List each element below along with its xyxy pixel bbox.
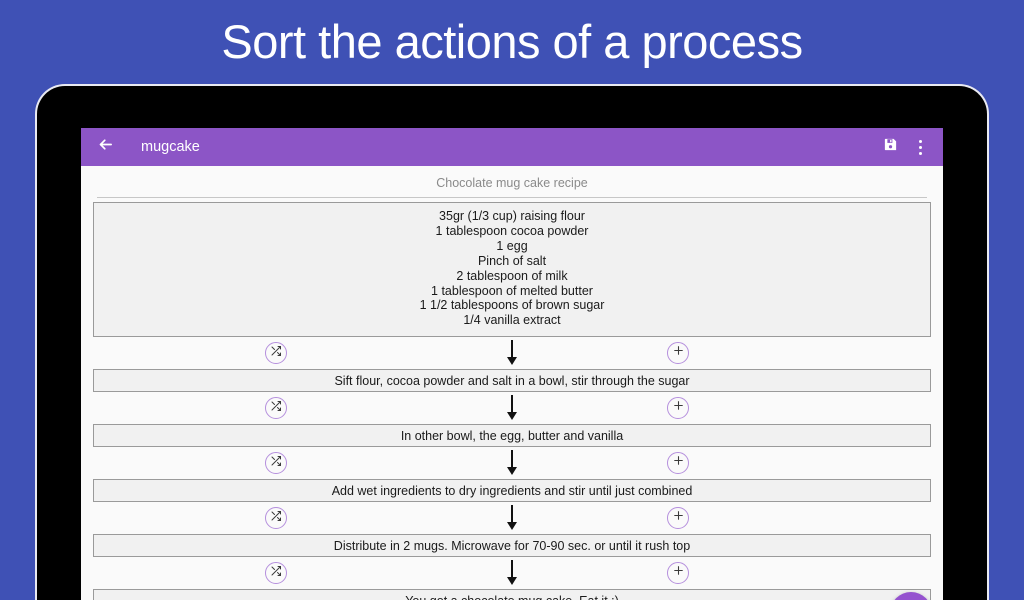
step-box[interactable]: Sift flour, cocoa powder and salt in a b… <box>93 369 931 393</box>
shuffle-icon <box>270 344 282 362</box>
tablet-device-frame: mugcake Chocolate mug cake <box>35 84 989 600</box>
connector-row <box>93 557 931 589</box>
ingredient-line: 1 tablespoon cocoa powder <box>435 223 589 238</box>
app-bar-title: mugcake <box>141 139 200 155</box>
process-content: Chocolate mug cake recipe 35gr (1/3 cup)… <box>81 166 943 600</box>
save-floppy-icon <box>883 137 898 157</box>
title-divider <box>97 197 927 198</box>
back-button[interactable] <box>92 134 118 160</box>
step-text: In other bowl, the egg, butter and vanil… <box>400 428 624 443</box>
shuffle-icon <box>270 399 282 417</box>
ingredient-line: 35gr (1/3 cup) raising flour <box>439 209 585 223</box>
recipe-title: Chocolate mug cake recipe <box>436 176 588 190</box>
add-step-button[interactable] <box>667 342 690 365</box>
step-text: You got a chocolate mug cake. Eat it :) <box>405 594 619 600</box>
add-step-button[interactable] <box>667 452 690 475</box>
shuffle-button[interactable] <box>264 452 287 475</box>
shuffle-icon <box>270 509 282 527</box>
step-box[interactable]: In other bowl, the egg, butter and vanil… <box>93 424 931 448</box>
arrow-down-icon <box>506 505 518 531</box>
app-bar: mugcake <box>81 128 943 166</box>
step-box[interactable]: You got a chocolate mug cake. Eat it :) <box>93 589 931 600</box>
ingredient-line: Pinch of salt <box>477 253 547 268</box>
step-text: Add wet ingredients to dry ingredients a… <box>331 483 693 498</box>
plus-circle-icon <box>672 399 685 417</box>
ingredient-line: 1 1/2 tablespoons of brown sugar <box>419 298 605 313</box>
device-screen: mugcake Chocolate mug cake <box>81 128 943 600</box>
promo-headline: Sort the actions of a process <box>221 14 803 68</box>
ingredients-box[interactable]: 35gr (1/3 cup) raising flour 1 tablespoo… <box>93 202 931 338</box>
step-text: Distribute in 2 mugs. Microwave for 70-9… <box>333 538 691 553</box>
shuffle-icon <box>270 454 282 472</box>
step-box[interactable]: Add wet ingredients to dry ingredients a… <box>93 479 931 503</box>
ingredient-line: 1 egg <box>496 238 528 253</box>
edit-fab-button[interactable] <box>890 592 932 600</box>
connector-row <box>93 392 931 424</box>
shuffle-button[interactable] <box>264 397 287 420</box>
shuffle-icon <box>270 564 282 582</box>
arrow-down-icon <box>506 395 518 421</box>
overflow-menu-button[interactable] <box>909 134 931 160</box>
plus-circle-icon <box>672 344 685 362</box>
arrow-down-icon <box>506 450 518 476</box>
ingredient-line: 1/4 vanilla extract <box>463 313 561 328</box>
shuffle-button[interactable] <box>264 342 287 365</box>
add-step-button[interactable] <box>667 507 690 530</box>
plus-circle-icon <box>672 564 685 582</box>
ingredient-line: 2 tablespoon of milk <box>456 268 568 283</box>
connector-row <box>93 502 931 534</box>
step-box[interactable]: Distribute in 2 mugs. Microwave for 70-9… <box>93 534 931 558</box>
save-button[interactable] <box>877 134 903 160</box>
add-step-button[interactable] <box>667 397 690 420</box>
plus-circle-icon <box>672 509 685 527</box>
connector-row <box>93 337 931 369</box>
add-step-button[interactable] <box>667 562 690 585</box>
step-text: Sift flour, cocoa powder and salt in a b… <box>334 373 690 388</box>
ingredient-line: 1 tablespoon of melted butter <box>431 283 593 298</box>
shuffle-button[interactable] <box>264 507 287 530</box>
arrow-down-icon <box>506 340 518 366</box>
arrow-left-icon <box>97 136 114 158</box>
plus-circle-icon <box>672 454 685 472</box>
more-vertical-icon <box>918 139 922 155</box>
arrow-down-icon <box>506 560 518 586</box>
connector-row <box>93 447 931 479</box>
shuffle-button[interactable] <box>264 562 287 585</box>
